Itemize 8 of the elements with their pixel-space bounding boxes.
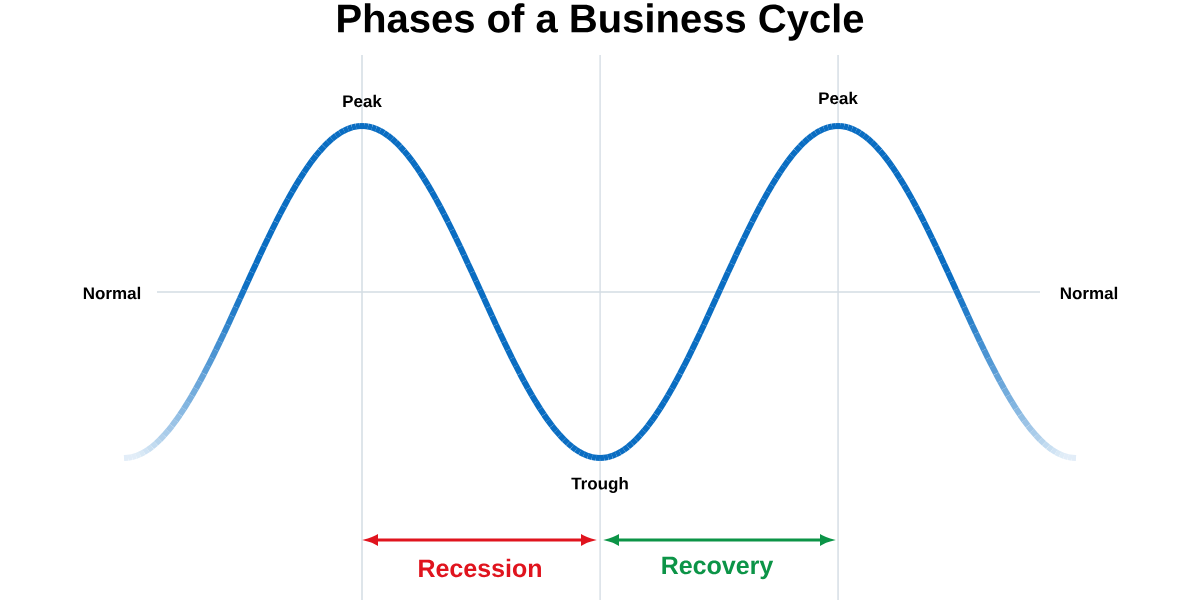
axis-label: Peak [343,94,382,108]
axis-label: Peak [819,91,858,105]
phase-label: Recovery [662,556,774,580]
axis-label: Trough [571,477,628,493]
axis-label: Normal [1060,286,1118,300]
phase-label: Recession [419,558,541,578]
axis-label: Normal [83,286,141,300]
title: Phases of a Business Cycle [338,3,864,41]
